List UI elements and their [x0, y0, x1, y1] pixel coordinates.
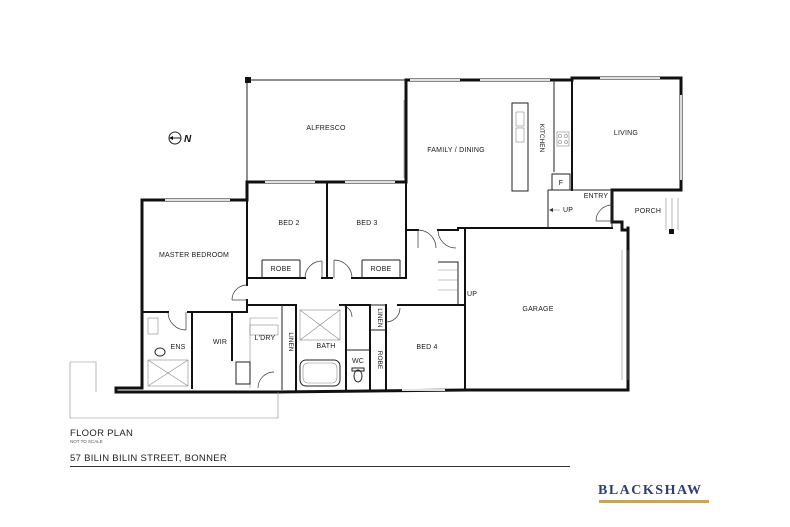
room-label-ens: ENS — [171, 344, 186, 351]
internal-walls — [141, 79, 679, 391]
room-label-entry: ENTRY — [584, 193, 609, 200]
room-label-wir: WIR — [213, 339, 227, 346]
room-label-porch: PORCH — [635, 208, 661, 215]
north-label: N — [184, 134, 192, 145]
stair-up-garage-label: UP — [467, 291, 477, 298]
alfresco-outline — [245, 77, 406, 182]
room-label-family-dining: FAMILY / DINING — [427, 147, 485, 154]
room-label-laundry: L'DRY — [255, 335, 276, 342]
room-label-garage: GARAGE — [522, 306, 553, 313]
room-label-alfresco: ALFRESCO — [306, 125, 346, 132]
room-label-bath: BATH — [317, 343, 336, 350]
room-label-robe-bed4: ROBE — [376, 351, 383, 370]
room-label-wc: WC — [352, 358, 364, 365]
fridge-label: F — [559, 180, 563, 187]
stair-up-entry-label: UP — [563, 207, 573, 214]
room-label-linen-b: LINEN — [376, 308, 383, 327]
title-divider — [70, 466, 570, 467]
scale-note: NOT TO SCALE — [70, 439, 103, 444]
room-label-bed2: BED 2 — [278, 220, 299, 227]
external-walls — [114, 76, 683, 394]
doors — [167, 204, 613, 389]
agency-logo: BLACKSHAW — [598, 483, 703, 498]
windows — [165, 77, 682, 391]
room-label-kitchen: KITCHEN — [538, 124, 545, 153]
kitchen-fixtures — [511, 80, 571, 192]
room-label-living: LIVING — [614, 130, 638, 137]
room-label-robe-bed3: ROBE — [371, 266, 392, 273]
room-label-bed3: BED 3 — [356, 220, 377, 227]
north-arrow-icon — [168, 131, 182, 145]
plan-title: FLOOR PLAN — [70, 428, 134, 439]
room-label-bed4: BED 4 — [416, 344, 437, 351]
property-address: 57 BILIN BILIN STREET, BONNER — [70, 453, 228, 464]
bathroom-fixtures — [147, 309, 365, 387]
room-label-linen-a: LINEN — [287, 332, 294, 351]
site-boundary — [69, 361, 279, 419]
room-label-robe-bed2: ROBE — [271, 266, 292, 273]
agency-logo-underline — [599, 500, 709, 503]
up-arrow-icon — [549, 208, 560, 212]
room-label-master-bedroom: MASTER BEDROOM — [159, 252, 229, 259]
